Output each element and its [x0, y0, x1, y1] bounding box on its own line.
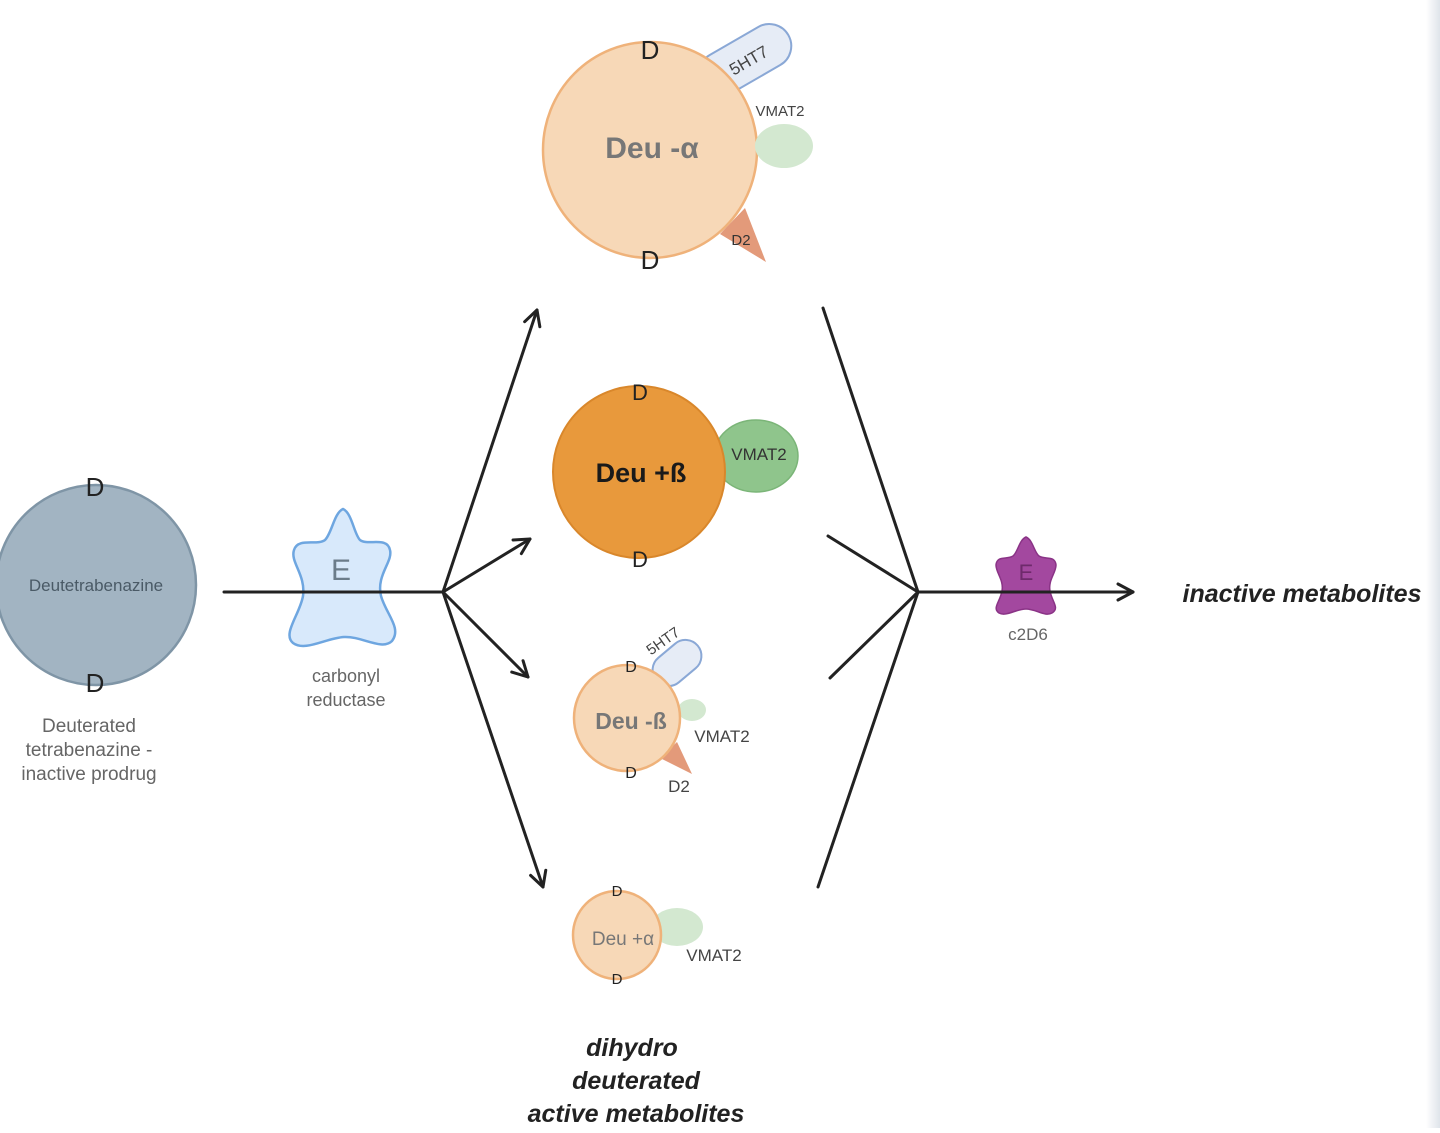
page-edge-shadow [1426, 0, 1440, 1128]
metabolite-name: Deu -ß [595, 708, 667, 734]
active-metabolites-label-line3: active metabolites [528, 1100, 745, 1128]
enzyme-symbol: E [331, 554, 351, 587]
deuterium-top: D [641, 35, 660, 65]
inactive-metabolites-label: inactive metabolites [1183, 580, 1422, 608]
vmat2-label: VMAT2 [756, 103, 805, 120]
enzyme-icon [995, 536, 1057, 615]
vmat2-blob [755, 124, 813, 168]
merge-line-beta-minus [828, 590, 920, 680]
receptor-d2 [720, 208, 766, 262]
receptor-d2 [660, 742, 692, 774]
metabolite-deu-beta-minus: 5HT7 Deu -ß VMAT2 D2 D D [572, 624, 750, 796]
deuterium-bottom: D [625, 765, 637, 782]
metabolite-circle [552, 385, 726, 559]
prodrug-caption-line1: Deuterated [42, 716, 136, 737]
deuterium-top: D [632, 380, 648, 405]
deuterium-top: D [625, 659, 637, 676]
vmat2-label: VMAT2 [686, 946, 741, 965]
enzyme-symbol: E [1019, 560, 1034, 585]
deuterium-bottom: D [632, 547, 648, 572]
enzyme-carbonyl-reductase: E carbonyl reductase [288, 507, 397, 710]
vmat2-blob [678, 699, 706, 721]
deuterium-bottom: D [86, 668, 105, 698]
deuterium-top: D [612, 883, 623, 900]
active-metabolites-label-line1: dihydro [586, 1034, 678, 1062]
metabolite-name: Deu +α [592, 929, 654, 950]
prodrug-name: Deutetrabenazine [29, 576, 163, 595]
metabolite-deu-alpha-plus: Deu +α VMAT2 D D [571, 883, 742, 988]
arrow-to-deu-alpha-plus [441, 590, 548, 889]
metabolite-name: Deu +ß [596, 458, 687, 488]
prodrug-caption-line3: inactive prodrug [21, 764, 156, 785]
enzyme-caption-line2: reductase [306, 690, 385, 710]
d2-label: D2 [731, 232, 750, 249]
merge-line-beta-plus [826, 534, 920, 594]
arrow-to-deu-alpha-minus [441, 308, 542, 594]
metabolite-circle [572, 663, 682, 773]
pathway-lines [222, 306, 1135, 889]
merge-line-alpha-minus [821, 306, 920, 594]
enzyme-c2d6: E c2D6 [995, 536, 1057, 644]
deuterium-bottom: D [612, 971, 623, 988]
deuterium-top: D [86, 472, 105, 502]
deuterium-bottom: D [641, 245, 660, 275]
metabolite-deu-alpha-minus: 5HT7 VMAT2 D2 Deu -α D D [541, 23, 813, 275]
active-metabolites-label-line2: deuterated [572, 1067, 701, 1095]
arrow-to-deu-beta-plus [441, 537, 532, 594]
enzyme-icon [288, 507, 397, 648]
vmat2-label: VMAT2 [694, 727, 749, 746]
enzyme-caption-line1: carbonyl [312, 666, 380, 686]
metabolite-deu-beta-plus: VMAT2 Deu +ß D D [552, 380, 799, 572]
vmat2-label: VMAT2 [731, 445, 786, 464]
d2-label: D2 [668, 777, 690, 796]
prodrug-caption-line2: tetrabenazine - [26, 740, 153, 761]
enzyme-caption: c2D6 [1008, 625, 1048, 644]
merge-line-alpha-plus [816, 590, 920, 889]
prodrug-circle [0, 483, 198, 687]
arrow-to-deu-beta-minus [441, 590, 530, 679]
prodrug-deutetrabenazine: Deutetrabenazine D D Deuterated tetraben… [0, 472, 198, 785]
vmat2-blob [651, 908, 703, 946]
metabolite-name: Deu -α [605, 132, 699, 165]
metabolite-circle [571, 889, 663, 981]
